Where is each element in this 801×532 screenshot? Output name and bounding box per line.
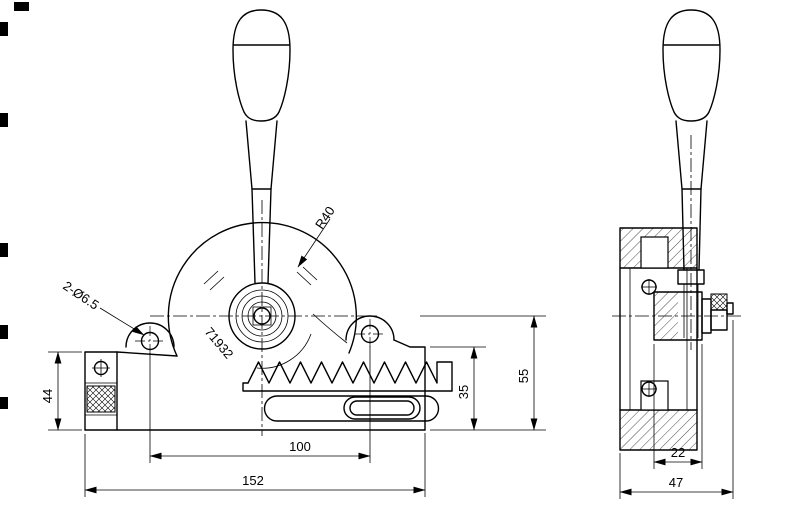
left-mounting-ear (125, 322, 175, 356)
slide-slot-inner (349, 400, 415, 416)
dim-44-label: 44 (40, 389, 55, 403)
housing (167, 221, 358, 369)
dimension-44: 44 (40, 351, 82, 431)
holes-label: 2-Ø6.5 (60, 278, 101, 313)
body-outline (619, 227, 698, 451)
nut-section (710, 293, 728, 311)
base-top-edge-left (116, 351, 178, 357)
right-mounting-ear (345, 315, 395, 349)
scan-mark (0, 22, 8, 36)
side-hub (612, 135, 744, 350)
nut-body (710, 309, 728, 331)
rack-gear (242, 361, 453, 392)
clamp-block-section (86, 385, 116, 413)
side-body-section (619, 227, 698, 451)
scan-mark (0, 397, 8, 409)
scan-mark (14, 2, 29, 11)
slide-slot-outer (343, 396, 421, 420)
side-lever-knob (662, 9, 721, 122)
base-plate (84, 339, 426, 431)
lever-shaft (245, 120, 278, 284)
dimension-152: 152 (84, 433, 426, 497)
scan-mark (0, 113, 8, 127)
dim-35-label: 35 (456, 385, 471, 399)
housing-web-line (312, 313, 348, 344)
radius-callout: R40 (297, 204, 338, 268)
housing-arc (167, 221, 358, 357)
dim-47-label: 47 (669, 475, 683, 490)
left-clamp-bracket (84, 351, 118, 431)
sector-arc (256, 333, 312, 369)
rack-body (242, 382, 453, 392)
shaft-end-pin (726, 302, 734, 315)
shaft-boss (677, 269, 705, 285)
dimension-47: 47 (619, 320, 734, 499)
pivot-hub (150, 200, 380, 436)
dimension-35: 35 (430, 346, 546, 431)
base-right-edge (393, 339, 426, 431)
scan-mark (0, 243, 8, 257)
slide-plate (263, 395, 440, 422)
dimension-22: 22 (653, 344, 703, 469)
front-view: 71932 R40 2-Ø6.5 44 100 (40, 9, 546, 497)
bottom-rim-section (620, 410, 697, 450)
dim-55-label: 55 (516, 369, 531, 383)
dim-22-label: 22 (671, 445, 685, 460)
radius-label: R40 (312, 204, 338, 232)
holes-callout: 2-Ø6.5 (60, 278, 145, 336)
rack-teeth (247, 361, 453, 392)
scan-mark (0, 325, 8, 339)
serration-marks (203, 266, 318, 291)
dim-152-label: 152 (242, 473, 264, 488)
dimension-100: 100 (149, 346, 371, 463)
scan-marks (0, 2, 29, 409)
dim-100-label: 100 (289, 439, 311, 454)
part-marking-label: 71932 (202, 324, 237, 361)
lever-knob (232, 9, 291, 122)
top-boss (640, 236, 669, 269)
side-view: 22 47 (612, 9, 744, 499)
dimension-55: 55 (420, 315, 546, 431)
